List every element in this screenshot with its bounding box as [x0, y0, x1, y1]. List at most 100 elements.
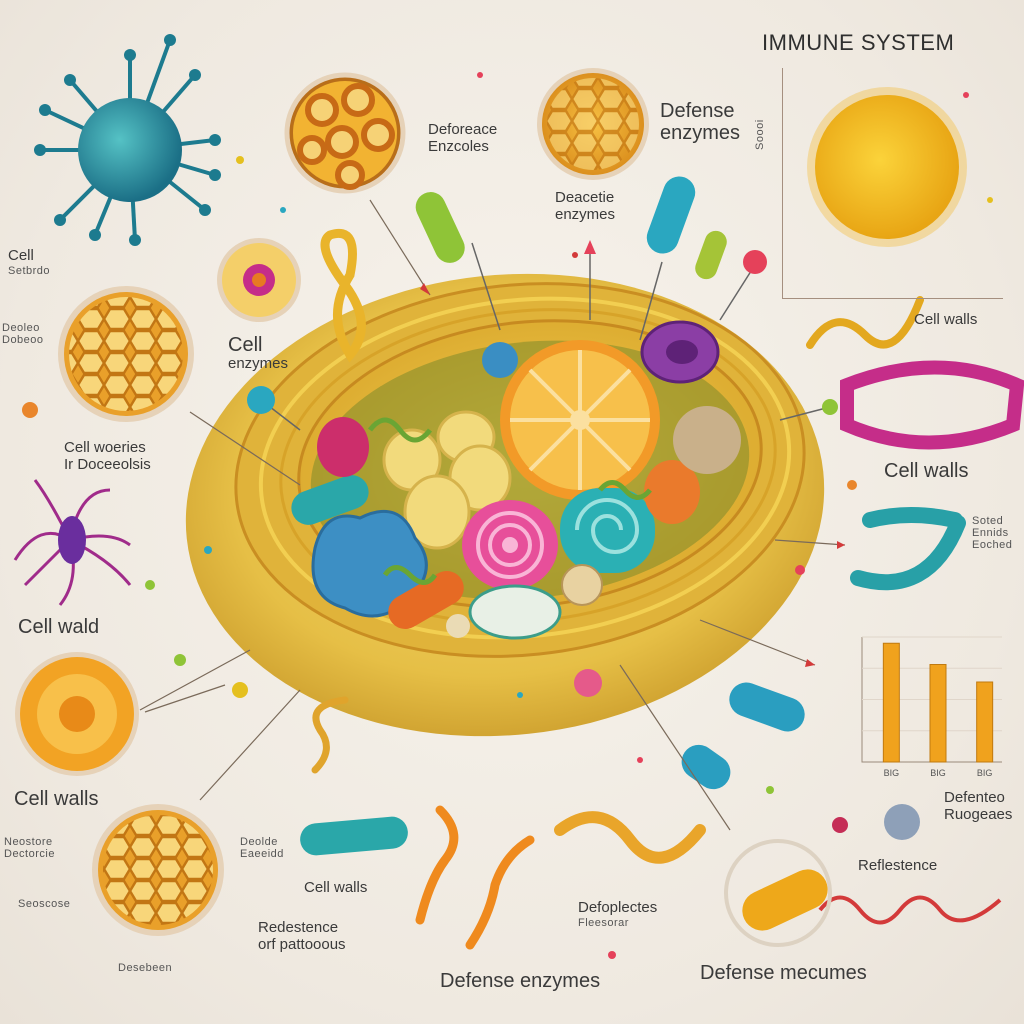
- pink-ring: [840, 360, 1024, 450]
- chart-bar: [929, 664, 947, 763]
- teal-bacterium-right-2: [681, 744, 731, 790]
- label-defense-enzymes-top: Defense enzymes: [660, 100, 740, 144]
- green-er: [368, 417, 652, 585]
- small-granule-2: [446, 614, 470, 638]
- label-cell-walls-right: Cell walls: [884, 460, 969, 482]
- honeycomb-top: [284, 72, 406, 194]
- mitochondrion: [468, 584, 562, 640]
- label-cell-woeries-line1: Cell woeries: [64, 439, 146, 456]
- label-deolde-line1: Deolde: [240, 836, 278, 848]
- label-defoplectes-line2: Fleesorar: [578, 916, 629, 929]
- label-cell-woeries: Cell woeries Ir Doceeolsis: [64, 439, 151, 473]
- label-soted-line2: Ennids: [972, 527, 1009, 540]
- label-cell-enzymes-line2: enzymes: [228, 355, 289, 372]
- label-deactie: Deacetie enzymes: [555, 189, 616, 223]
- blue-granule: [482, 342, 518, 378]
- label-deactie-line2: enzymes: [555, 205, 616, 223]
- organelles: [291, 320, 741, 640]
- label-cell-wall-left-top: Cell Setbrdo: [8, 247, 51, 277]
- label-defense-mecumes: Defense mecumes: [700, 962, 867, 984]
- yellow-vesicles: [382, 410, 512, 550]
- honeycomb-left: [58, 286, 194, 422]
- label-neostore: Neostore Dectorcie: [4, 836, 55, 860]
- gold-ribbon: [806, 296, 924, 349]
- purple-bacterium-icon: [13, 479, 132, 606]
- label-resistance-line1: Redestence: [258, 919, 339, 936]
- label-defense-enzymes-top-line2: enzymes: [660, 122, 741, 144]
- yellow-bacterium: [742, 869, 828, 931]
- label-desebeen: Desebeen: [118, 962, 173, 974]
- chart-bar: [976, 681, 994, 763]
- teal-swirl: [560, 488, 655, 573]
- label-defoplectes: Defoplectes Fleesorar: [578, 899, 658, 929]
- beige-granule: [673, 406, 741, 474]
- label-defenteo: Defenteo Ruogeaes: [944, 789, 1013, 823]
- lens-circle: [724, 839, 832, 947]
- teal-arc: [850, 515, 966, 591]
- chart-axis: [861, 637, 1002, 763]
- label-neostore-line2: Dectorcie: [4, 848, 55, 861]
- label-soted: Soted Ennids Eoched: [972, 515, 1012, 551]
- label-cell-enzymes-line1: Cell: [228, 334, 263, 356]
- label-resistance-line2: orf pattooous: [258, 935, 346, 953]
- label-defenteo-line2: Ruogeaes: [944, 805, 1013, 823]
- orange-capsule: [388, 571, 464, 629]
- teal-bacterium-bottom: [300, 816, 408, 856]
- label-reflectance: Reflestence: [858, 857, 938, 874]
- label-deforeace-line2: Enzcoles: [428, 137, 489, 155]
- label-deoleo-line1: Deoleo: [2, 322, 40, 334]
- label-cell-enzymes: Cell enzymes: [228, 334, 288, 373]
- label-deactie-line1: Deacetie: [555, 189, 615, 206]
- label-deoleo: Deoleo Dobeoo: [2, 322, 44, 346]
- teal-capsule: [291, 475, 369, 525]
- probe-tips: [247, 176, 838, 415]
- purple-ring-hole: [666, 340, 698, 364]
- label-cell-walls-bottom: Cell walls: [304, 879, 368, 896]
- orange-disc-left: [15, 652, 139, 776]
- scatter-dots: [22, 72, 993, 959]
- chart-frame: [782, 68, 1003, 299]
- label-cell-woeries-line2: Ir Doceeolsis: [64, 455, 151, 473]
- orange-squiggle: [415, 805, 459, 925]
- label-deolde-line2: Eaeeidd: [240, 848, 284, 861]
- teal-arc-2: [862, 507, 963, 528]
- small-granule: [561, 564, 603, 606]
- label-neostore-line1: Neostore: [4, 836, 53, 848]
- gold-worm: [554, 811, 706, 864]
- label-defoplectes-line1: Defoplectes: [578, 899, 658, 916]
- chart-tick-label: BIG: [884, 768, 900, 778]
- gold-eight: [320, 229, 366, 363]
- label-defense-enzymes-bottom: Defense enzymes: [440, 970, 601, 992]
- label-cell-walls-left: Cell walls: [14, 788, 99, 810]
- label-deolde: Deolde Eaeeidd: [240, 836, 284, 860]
- label-cell-wall-left-top-line2: Setbrdo: [8, 264, 51, 277]
- label-soted-line1: Soted: [972, 515, 1004, 527]
- pointer-arrows: [420, 252, 845, 667]
- chart-tick-label: BIG: [930, 768, 946, 778]
- label-deforeace: Deforeace Enzcoles: [428, 121, 497, 155]
- gold-ribbon-left: [311, 696, 349, 774]
- chart-bar: [882, 642, 900, 763]
- label-defense-enzymes-top-line1: Defense: [660, 100, 735, 122]
- virus-icon: [34, 34, 221, 246]
- cell-disc-left: [217, 238, 301, 322]
- honeycomb-bottom-left: [92, 804, 224, 936]
- pink-swirl: [462, 500, 558, 590]
- yellow-pathogen: [807, 87, 967, 247]
- pointer-lines: [139, 199, 846, 831]
- teal-bacterium-right: [729, 682, 805, 732]
- label-defenteo-line1: Defenteo: [944, 789, 1005, 806]
- orange-squiggle-2: [465, 835, 535, 950]
- label-cell-wald: Cell wald: [18, 616, 100, 638]
- label-seoscose: Seoscose: [18, 898, 71, 910]
- orange-vacuole: [644, 460, 700, 524]
- red-wave: [818, 895, 1002, 925]
- label-cell-walls-right-top: Cell walls: [914, 311, 978, 328]
- blue-golgi: [311, 509, 428, 618]
- pink-vacuole: [317, 417, 369, 477]
- label-deoleo-line2: Dobeoo: [2, 334, 44, 347]
- label-cell-wall-left-top-line1: Cell: [8, 247, 34, 264]
- label-resistance: Redestence orf pattooous: [258, 919, 346, 953]
